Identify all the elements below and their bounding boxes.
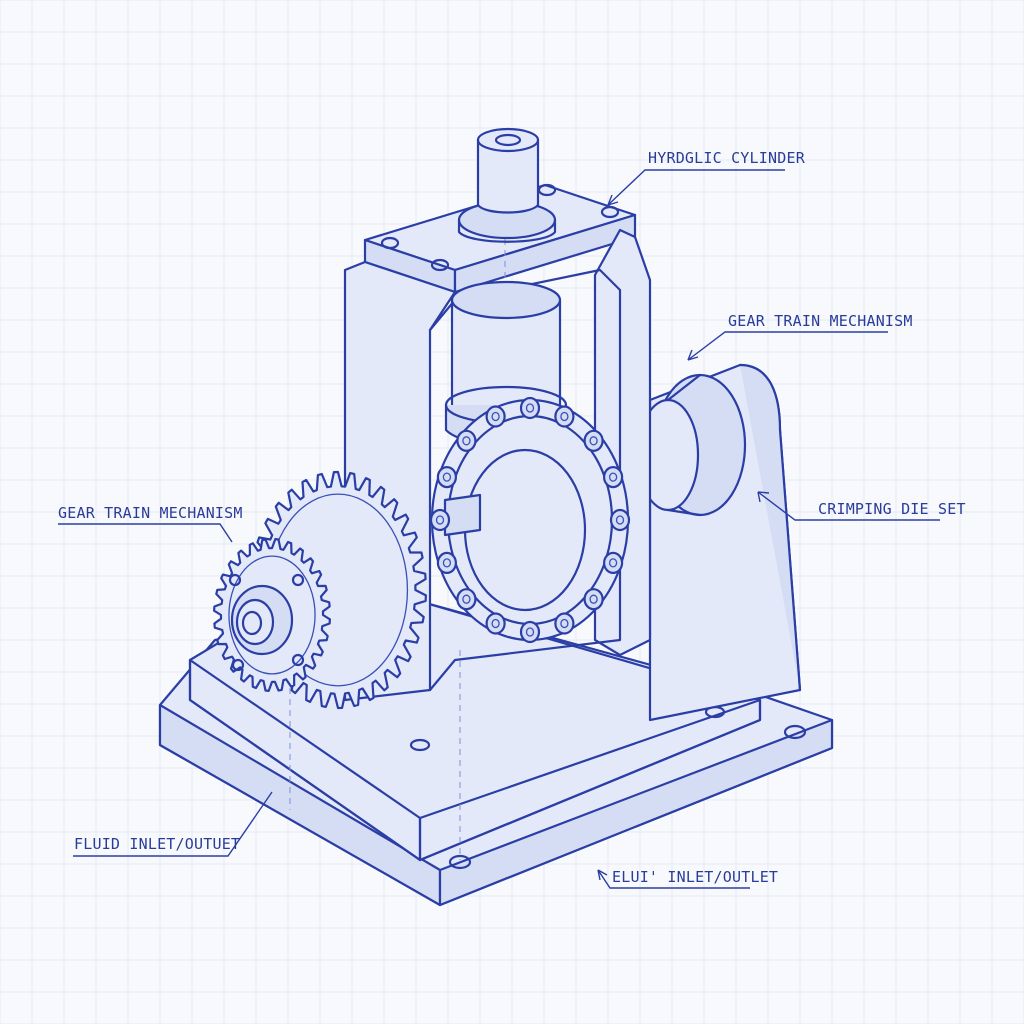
die-bolt (554, 405, 575, 428)
die-bolt (485, 612, 506, 635)
label-hydraulic-cylinder: HYRDGLIC CYLINDER (648, 149, 806, 167)
die-bolt (456, 429, 477, 452)
die-bolt (519, 620, 541, 644)
die-bolt-ring (429, 396, 631, 644)
die-bolt (429, 508, 451, 532)
label-fluid-inlet-left: FLUID INLET/OUTUET (74, 835, 240, 853)
die-bolt (436, 466, 457, 489)
die-bolt (519, 396, 541, 420)
die-bolt (456, 588, 477, 611)
die-bolt (583, 588, 604, 611)
gear-train-left (213, 470, 427, 710)
leader-lines (58, 169, 940, 889)
label-gear-train-left: GEAR TRAIN MECHANISM (58, 504, 243, 522)
die-bolt (436, 551, 457, 575)
die-bolt (609, 508, 631, 532)
die-bolt (485, 405, 506, 428)
die-bolt (554, 612, 575, 635)
die-bolt (602, 551, 624, 575)
die-bolt (602, 466, 624, 489)
label-crimping-die-set: CRIMPING DIE SET (818, 500, 966, 518)
label-gear-train-right: GEAR TRAIN MECHANISM (728, 312, 913, 330)
label-fluid-inlet-bottom: ELUI' INLET/OUTLET (612, 868, 778, 886)
die-bolt (583, 429, 604, 452)
crimping-die-set (429, 396, 631, 644)
right-support-block (636, 363, 802, 722)
